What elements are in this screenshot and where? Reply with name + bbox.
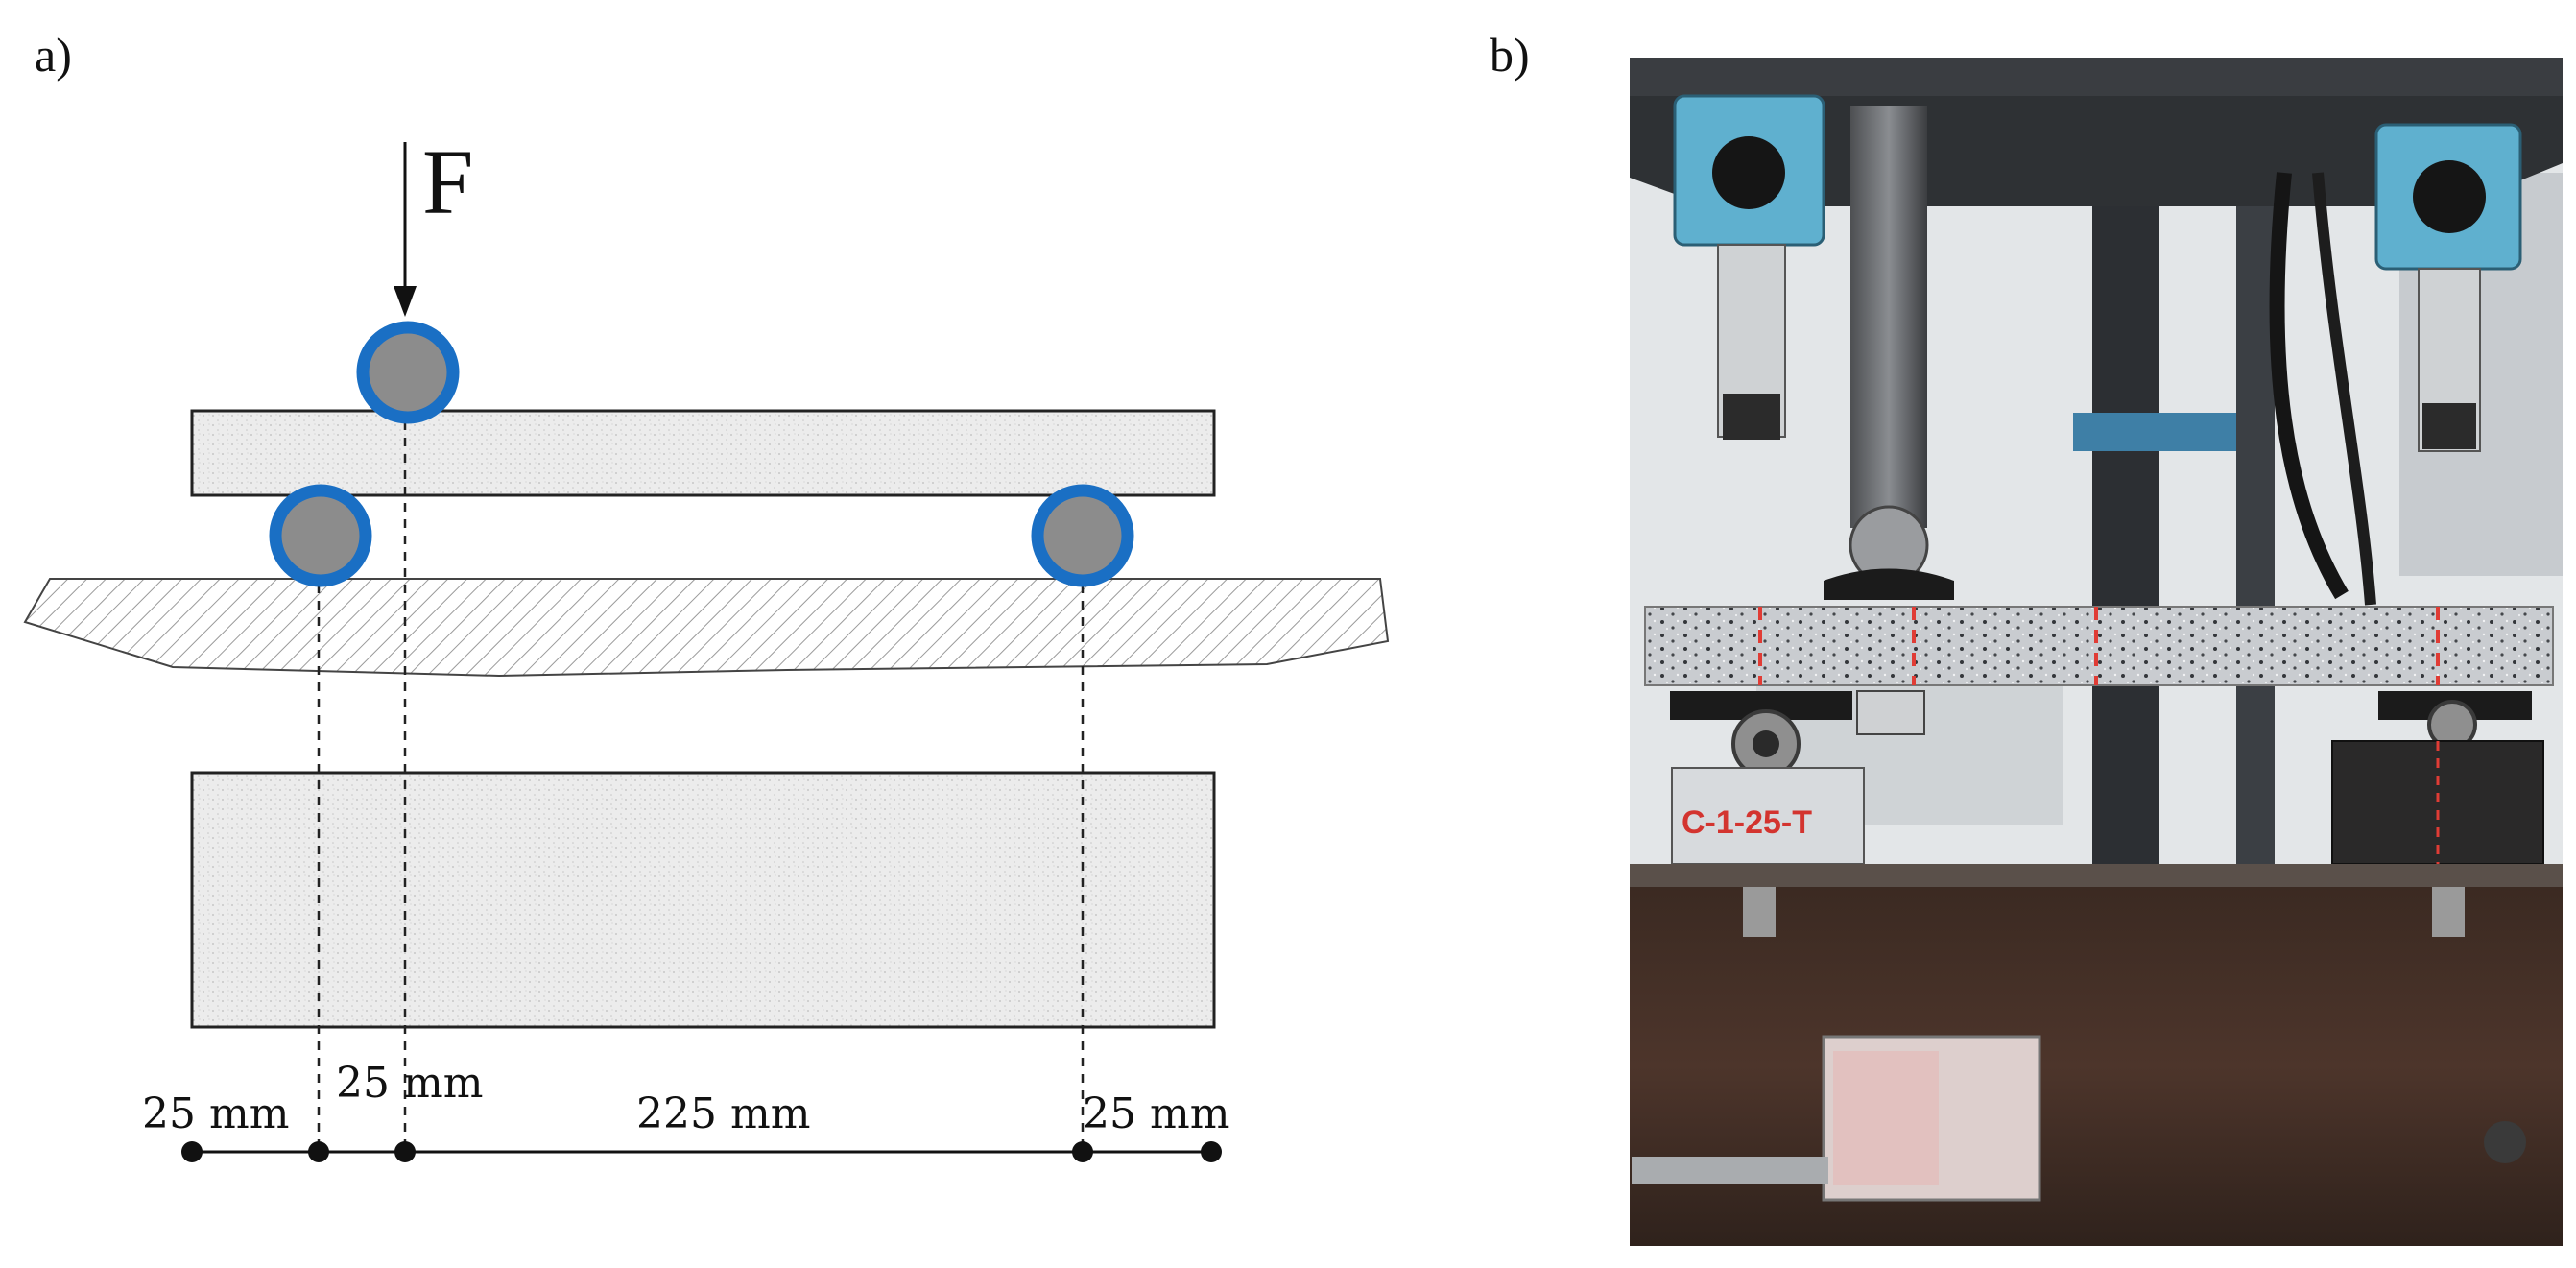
specimen-beam-side <box>190 409 1216 497</box>
specimen-tag: C-1-25-T <box>1682 804 1812 841</box>
load-roller <box>356 321 460 424</box>
dimension-label-load-offset: 25 mm <box>336 1059 483 1108</box>
panel-a: a) F <box>23 28 1390 1162</box>
dimension-label-right-overhang: 25 mm <box>1083 1089 1229 1138</box>
support-roller-right <box>1031 484 1134 587</box>
reference-lines <box>317 372 1085 1152</box>
dimension-line <box>181 1141 1222 1162</box>
dimension-label-left-overhang: 25 mm <box>142 1089 289 1138</box>
force-arrow <box>394 142 417 317</box>
specimen-beam-top-view <box>190 771 1216 1029</box>
panel-a-label: a) <box>35 28 72 82</box>
panel-b-label: b) <box>1490 28 1530 82</box>
support-base <box>23 578 1390 678</box>
support-roller-left <box>269 484 372 587</box>
panel-b: b) <box>1490 28 2563 1246</box>
dimension-label-span: 225 mm <box>636 1089 810 1138</box>
force-label: F <box>422 131 473 233</box>
test-setup-photo: C-1-25-T <box>1630 58 2563 1246</box>
